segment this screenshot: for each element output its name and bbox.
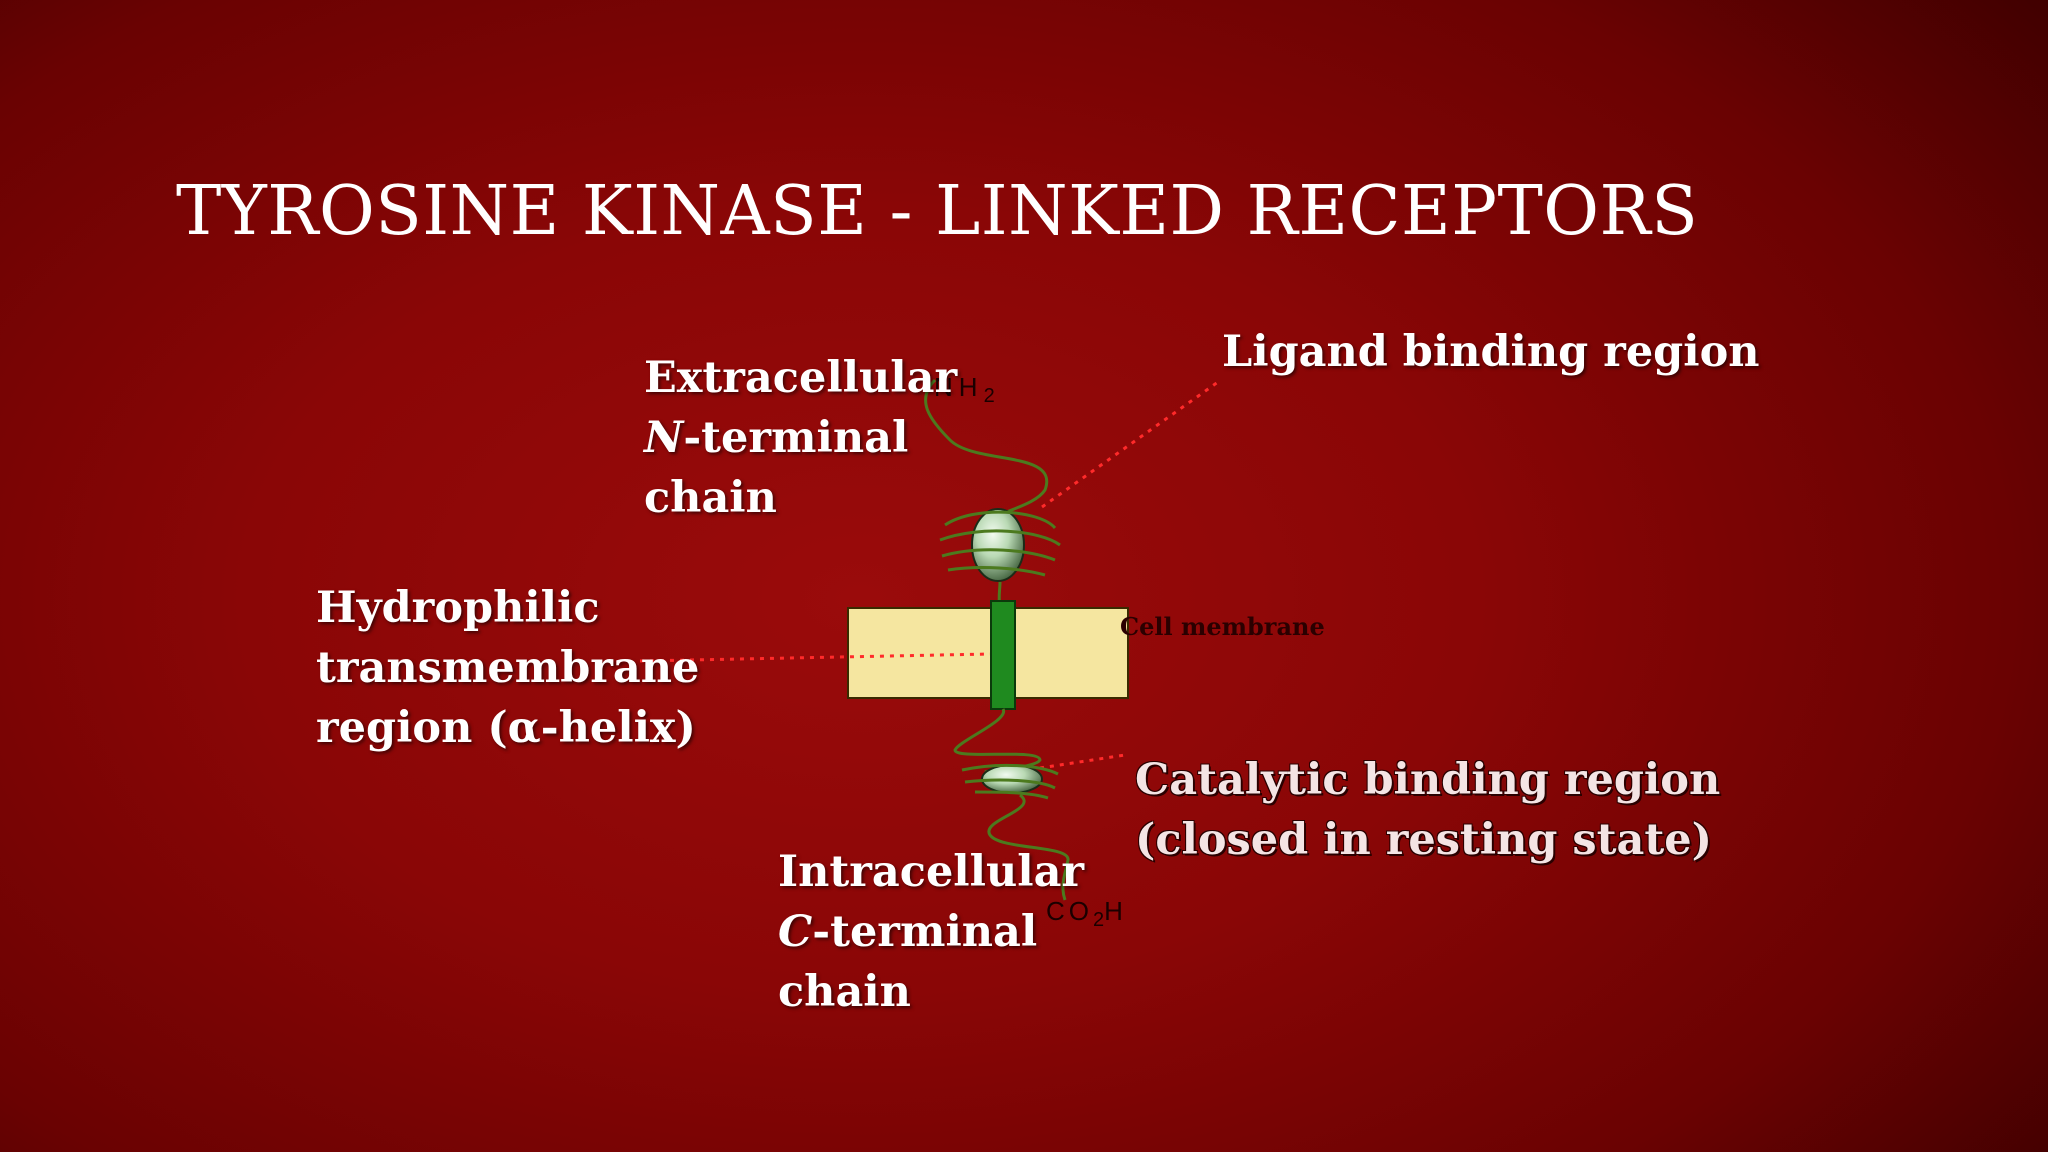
- extracellular-line1: Extracellular: [644, 353, 958, 403]
- hydrophilic-line3: region (α-helix): [316, 703, 696, 753]
- nh2-subscript: 2: [983, 385, 995, 408]
- pointer-lines: [639, 380, 1219, 770]
- transmembrane-pointer-line: [639, 652, 991, 663]
- nh2-label: NH2: [934, 372, 995, 408]
- cell-membrane-label: Cell membrane: [1120, 612, 1325, 641]
- catalytic-label: Catalytic binding region (closed in rest…: [1135, 750, 1720, 870]
- intracellular-label: Intracellular C-terminal chain: [778, 842, 1084, 1022]
- extracellular-chain: [924, 378, 1049, 522]
- nh2-main: NH: [934, 372, 984, 402]
- catalytic-line2: (closed in resting state): [1135, 815, 1712, 865]
- co2h-label: CO2H: [1046, 896, 1123, 932]
- cell-membrane: [847, 607, 1129, 699]
- intracellular-tail: [987, 793, 1070, 901]
- ligand-binding-label: Ligand binding region: [1222, 327, 1760, 377]
- slide-title: TYROSINE KINASE - LINKED RECEPTORS: [176, 172, 1699, 251]
- intracellular-upper-chain: [953, 708, 1042, 774]
- co2h-subscript: 2: [1093, 909, 1105, 932]
- intracellular-line2: C-terminal: [778, 902, 1084, 962]
- hydrophilic-label: Hydrophilic transmembrane region (α-heli…: [316, 578, 699, 758]
- catalytic-line1: Catalytic binding region: [1135, 755, 1721, 805]
- hydrophilic-line2: transmembrane: [316, 643, 700, 693]
- extracellular-line2: N-terminal: [644, 408, 957, 468]
- intracellular-line3: chain: [778, 967, 911, 1017]
- n-letter: N: [644, 413, 684, 463]
- ligand-binding-domain: [939, 508, 1061, 582]
- catalytic-pointer-line: [1039, 753, 1126, 770]
- co2h-pre: CO: [1046, 896, 1093, 926]
- intracellular-line2-rest: -terminal: [812, 907, 1038, 957]
- catalytic-domain: [961, 763, 1059, 800]
- hydrophilic-line1: Hydrophilic: [316, 583, 600, 633]
- extracellular-line2-rest: -terminal: [683, 413, 909, 463]
- co2h-post: H: [1104, 896, 1123, 926]
- intracellular-line1: Intracellular: [778, 847, 1085, 897]
- transmembrane-helix: [990, 600, 1016, 710]
- extracellular-line3: chain: [644, 473, 777, 523]
- c-letter: C: [778, 907, 813, 957]
- ligand-pointer-line: [1041, 380, 1219, 509]
- extracellular-label: Extracellular N-terminal chain: [644, 348, 957, 528]
